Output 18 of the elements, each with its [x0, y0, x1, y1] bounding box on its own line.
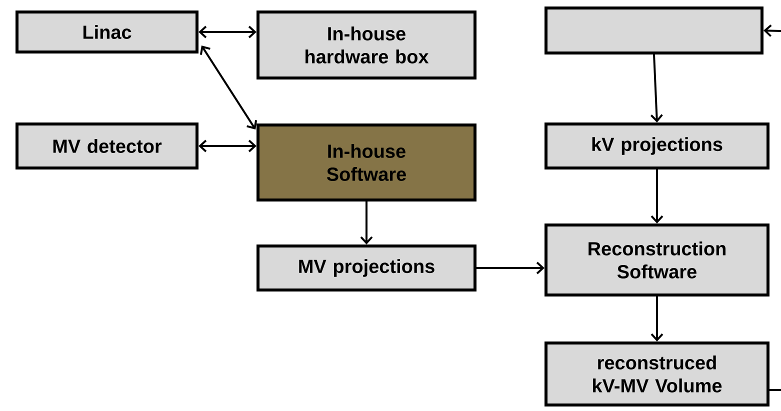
process-box: kV projections — [544, 122, 770, 170]
process-box: reconstruced kV-MV Volume — [544, 342, 770, 406]
arrow — [360, 202, 373, 244]
arrow — [650, 170, 664, 224]
arrow — [650, 54, 663, 122]
arrow — [198, 26, 256, 38]
process-box: MV projections — [256, 244, 476, 292]
highlighted-box: In-house Software — [256, 124, 476, 202]
arrow — [200, 46, 258, 130]
process-box: MV detector — [16, 122, 198, 170]
process-box: Reconstruction Software — [544, 224, 770, 296]
process-box: In-house hardware box — [256, 10, 476, 80]
process-box: Linac — [16, 10, 198, 54]
process-box — [544, 6, 764, 54]
arrow — [198, 140, 257, 152]
arrow — [764, 24, 781, 37]
arrow — [476, 262, 544, 274]
arrow — [650, 296, 664, 342]
